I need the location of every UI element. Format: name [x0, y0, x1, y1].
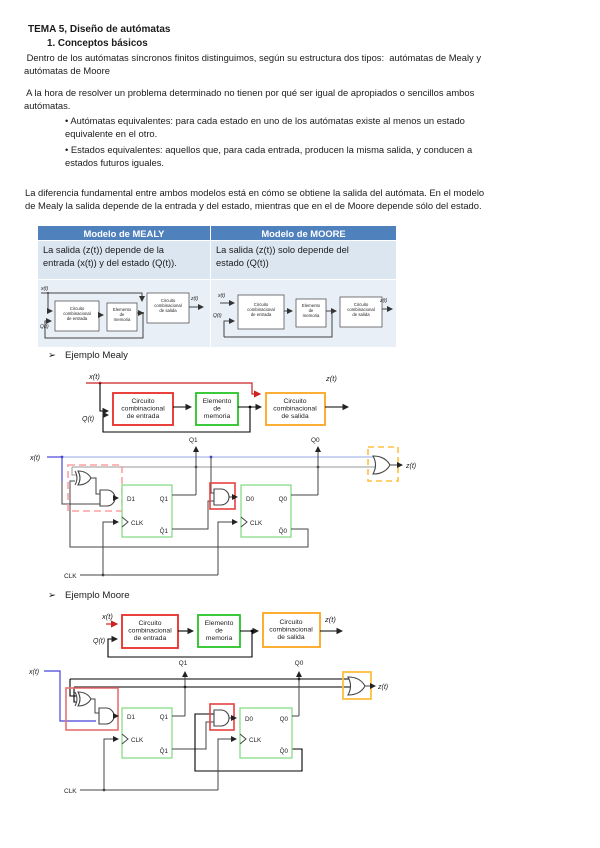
clk-label: CLK	[64, 573, 77, 580]
x-label: x(t)	[88, 372, 100, 381]
table-cell-moore: La salida (z(t)) solo depende del estado…	[211, 241, 396, 279]
svg-text:Q1: Q1	[160, 714, 169, 721]
xor-gate	[77, 470, 92, 486]
z-label: z(t)	[325, 374, 337, 383]
svg-text:CLK: CLK	[131, 737, 144, 744]
q-label: Q(t)	[93, 638, 105, 645]
x-input-label: x(t)	[28, 669, 39, 676]
flipflop-0	[239, 707, 293, 759]
svg-text:D1: D1	[127, 714, 136, 721]
paragraph-diferencia: La diferencia fundamental entre ambos mo…	[25, 187, 485, 211]
flipflop-0	[240, 484, 292, 538]
svg-text:CLK: CLK	[131, 520, 144, 527]
and-gate-d0	[213, 488, 230, 506]
bullet-automatas-equivalentes: • Autómatas equivalentes: para cada esta…	[65, 115, 465, 139]
z-label: z(t)	[324, 615, 336, 624]
svg-text:Q0: Q0	[279, 496, 288, 503]
arrow-bullet-icon: ➢	[48, 590, 57, 601]
svg-text:D0: D0	[246, 496, 255, 503]
input-logic-box	[65, 687, 119, 731]
and-gate-d1	[98, 707, 115, 725]
svg-text:Q1: Q1	[189, 437, 198, 444]
table-cell-mealy: La salida (z(t)) depende de la entrada (…	[38, 241, 210, 279]
svg-text:D0: D0	[245, 716, 254, 723]
x-input-label: x(t)	[29, 455, 40, 462]
paragraph-problema: A la hora de resolver un problema determ…	[24, 87, 475, 111]
section-heading: 1. Conceptos básicos	[47, 38, 148, 49]
or-gate-z	[347, 676, 366, 696]
svg-text:Q1: Q1	[160, 496, 169, 503]
svg-text:Q̄0: Q̄0	[279, 527, 288, 535]
svg-text:Q0: Q0	[280, 716, 289, 723]
table-header-mealy: Modelo de MEALY	[38, 226, 210, 240]
mini-z-label: z(t)	[190, 296, 199, 302]
svg-text:Q̄1: Q̄1	[160, 527, 169, 535]
svg-text:CLK: CLK	[250, 520, 263, 527]
svg-text:CLK: CLK	[249, 737, 262, 744]
table-header-moore: Modelo de MOORE	[211, 226, 396, 240]
svg-text:z(t): z(t)	[379, 298, 388, 304]
svg-text:Q0: Q0	[311, 437, 320, 444]
svg-text:Q0: Q0	[295, 660, 304, 667]
xor-gate	[77, 691, 92, 707]
q-label: Q(t)	[82, 416, 94, 423]
page-title: TEMA 5, Diseño de autómatas	[28, 24, 171, 35]
output-logic-box	[367, 446, 399, 482]
and-gate-d0	[213, 709, 230, 727]
bullet-estados-equivalentes: • Estados equivalentes: aquellos que, pa…	[65, 144, 473, 168]
mealy-gate-circuit: x(t) D1 CLK Q1 Q̄1	[29, 446, 416, 580]
z-output-label: z(t)	[405, 463, 416, 470]
svg-text:Q(t): Q(t)	[213, 313, 222, 319]
z-output-label: z(t)	[377, 684, 388, 691]
svg-text:Q1: Q1	[179, 660, 188, 667]
paragraph-intro: Dentro de los autómatas síncronos finito…	[24, 52, 482, 76]
arrow-bullet-icon: ➢	[48, 350, 57, 361]
svg-text:Q̄0: Q̄0	[280, 747, 289, 755]
mealy-moore-table: Modelo de MEALY Modelo de MOORE La salid…	[38, 226, 396, 347]
svg-text:Q̄1: Q̄1	[160, 747, 169, 755]
mini-x-label: x(t)	[40, 286, 49, 292]
clk-label: CLK	[64, 788, 77, 795]
svg-text:D1: D1	[127, 496, 136, 503]
flipflop-1	[121, 707, 173, 759]
mealy-example-heading: ➢Ejemplo Mealy	[48, 350, 128, 361]
moore-gate-circuit: x(t) D1 CLK Q1 Q̄1	[28, 669, 388, 795]
svg-text:x(t): x(t)	[217, 293, 226, 299]
moore-state-labels: Q1 Q0	[179, 660, 304, 667]
flipflop-1	[121, 484, 173, 538]
mealy-state-labels: Q1 Q0	[189, 437, 320, 444]
moore-example-heading: ➢Ejemplo Moore	[48, 590, 130, 601]
or-gate-z	[372, 455, 391, 475]
x-label: x(t)	[101, 612, 113, 621]
mini-q-label: Q(t)	[40, 324, 49, 330]
and-gate-d1	[99, 489, 116, 507]
